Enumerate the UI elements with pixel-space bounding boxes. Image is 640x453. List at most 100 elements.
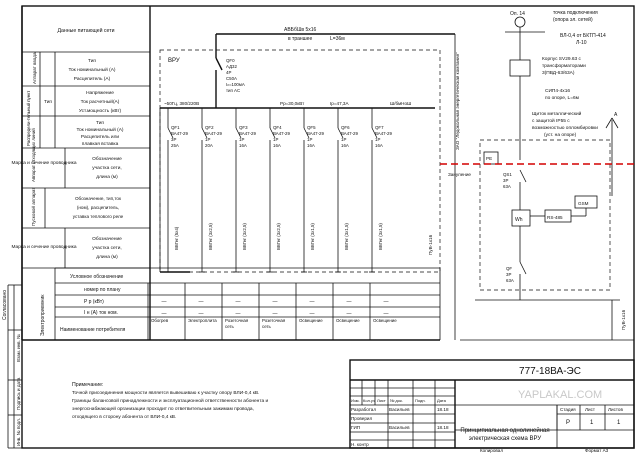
feeder-cable-label: ВВГнг (3х1,5) [310, 223, 315, 250]
consumer-row: ——Обогрев——Электроплита——Розеточнаясеть—… [147, 283, 397, 340]
sheet-value: 1 [590, 420, 594, 426]
outgoing-nominal: Ток номинальный (А) [76, 126, 123, 133]
qf0-rating: С50А [226, 76, 237, 81]
consumer-7: ——Освещение [369, 283, 397, 340]
breaker-type: ВА47-29 [171, 131, 188, 136]
feeder-cable-label: ВВГнг (3х1,5) [344, 223, 349, 250]
role-gip: ГИП [351, 425, 360, 430]
korpus-label-3: 3(ПВД-63/63А) [542, 70, 575, 76]
breaker-name: QF3 [239, 125, 248, 130]
right-cable-label-2: ПуВ-1х16 [621, 309, 626, 330]
group-distrib-label: Распредели-тельный пункт [26, 91, 31, 146]
hdr-izm: Изм. [351, 398, 360, 403]
device-type: Тип [88, 58, 96, 64]
breaker-poles: 1P [205, 137, 210, 142]
breaker-poles: 1P [341, 137, 346, 142]
breaker-name: QF7 [375, 125, 384, 130]
device-nominal: Ток номинальный (А) [68, 66, 115, 73]
breaker-name: QF2 [205, 125, 214, 130]
qs1-name: QS1 [503, 172, 512, 177]
conductor2-desc-2: участка сети, [92, 246, 121, 251]
qf0-leak: Iₙ=100мА [226, 82, 245, 87]
rec-row-power: P р (кВт) [84, 299, 104, 305]
consumer-dash: — [273, 299, 278, 305]
notes-title: Примечание: [72, 382, 103, 388]
feeder-cable-label: ВВГнг (5х4) [174, 226, 179, 250]
consumer-dash: — [236, 311, 241, 317]
rec-row-name: Наименование потребителя [60, 327, 126, 333]
consumer-name: Розеточная [262, 318, 286, 323]
breaker-type: ВА47-29 [375, 131, 392, 136]
breaker-poles: 1P [375, 137, 380, 142]
company-vertical: ЗАО "Ледокольная энергетическая компания… [455, 52, 460, 150]
consumer-dash: — [162, 299, 167, 305]
consumer-dash: — [162, 311, 167, 317]
qf-last-poles: 3P [506, 272, 511, 277]
notes-line-4: отходящего в сторону абонента от ВЛИ-0,4… [72, 414, 176, 420]
breaker-name: QF5 [307, 125, 316, 130]
consumer-dash: — [236, 299, 241, 305]
breaker-name: QF1 [171, 125, 180, 130]
breaker-name: QF4 [273, 125, 282, 130]
consumer-dash: — [347, 299, 352, 305]
format-label: Формат А3 [585, 448, 609, 453]
gsm-label: GSM [578, 201, 589, 206]
breaker-type: ВА47-29 [341, 131, 358, 136]
l-label: Л-10 [576, 40, 587, 46]
feeder-cable-label: ВВГнг (3х1,5) [378, 223, 383, 250]
stamp-label-3: Инв. № подл. [16, 418, 21, 446]
feeder-cable-label: ВВГнг (3х2,5) [242, 223, 247, 250]
device-release: Расцепитель (А) [74, 76, 111, 82]
consumer-dash: — [199, 299, 204, 305]
breaker-type: ВА47-29 [239, 131, 256, 136]
ip-text: Iр=47,3А [330, 101, 349, 106]
conductor2-desc-1: Обозначение [92, 236, 122, 242]
breaker-rating: 16А [375, 143, 383, 148]
conductor1-desc-2: участка сети, [92, 166, 121, 171]
outgoing-release: Расцепитель или [81, 134, 120, 140]
breaker-type: ВА47-29 [273, 131, 290, 136]
consumer-name: Освещение [299, 318, 323, 323]
watermark: YAPLAKAL.COM [518, 389, 602, 401]
meter-shield [479, 139, 611, 291]
date-gip: 18.18 [437, 425, 449, 430]
connect-label-2: (опора эл. сетей) [553, 16, 593, 23]
rs485-label: RS-485 [547, 215, 563, 220]
cable-length: L=36м [330, 36, 345, 42]
qf0-ac: тип AC [226, 88, 240, 93]
consumer-dash: — [199, 311, 204, 317]
outgoing-type: Тип [96, 120, 104, 126]
consumer-5: ——Освещение [295, 283, 323, 340]
consumer-name: Обогрев [151, 318, 169, 323]
notes-line-2: Границы балансовой принадлежности и эксп… [72, 397, 268, 404]
start-group-label: Пусковой аппарат [30, 187, 36, 226]
pp-text: Рр=30,0кВт [280, 101, 305, 106]
cable-top: АВБбШв 5х16 [284, 27, 317, 33]
distrib-type-label: Тип [44, 99, 52, 105]
vru-label: ВРУ [168, 58, 180, 64]
hdr-sheets: Листов [608, 407, 623, 412]
pe-label: PE [486, 156, 492, 161]
pole-label: Оп. 14 [510, 11, 525, 17]
qf-last-contact [519, 261, 527, 275]
pole-symbol [514, 16, 526, 28]
consumer-dash: — [310, 299, 315, 305]
vl-label: ВЛ-0,4 от БКТП-414 [560, 33, 606, 39]
consumer-name: Освещение [373, 318, 397, 323]
distrib-voltage: Напряжение [86, 90, 114, 96]
antenna-label: A [614, 112, 618, 118]
connect-label-1: точка подключения [553, 10, 598, 16]
start-desc-3: уставка теплового реле [73, 214, 124, 219]
left-table [21, 6, 151, 340]
qf0-poles: 4P [226, 70, 231, 75]
stamp-label-2: Подпись и дата [16, 377, 21, 410]
consumer-name: Освещение [336, 318, 360, 323]
side-stamp: Согласовано Взам. инв. № Подпись и дата … [2, 284, 22, 449]
breaker-rating: 16А [273, 143, 281, 148]
